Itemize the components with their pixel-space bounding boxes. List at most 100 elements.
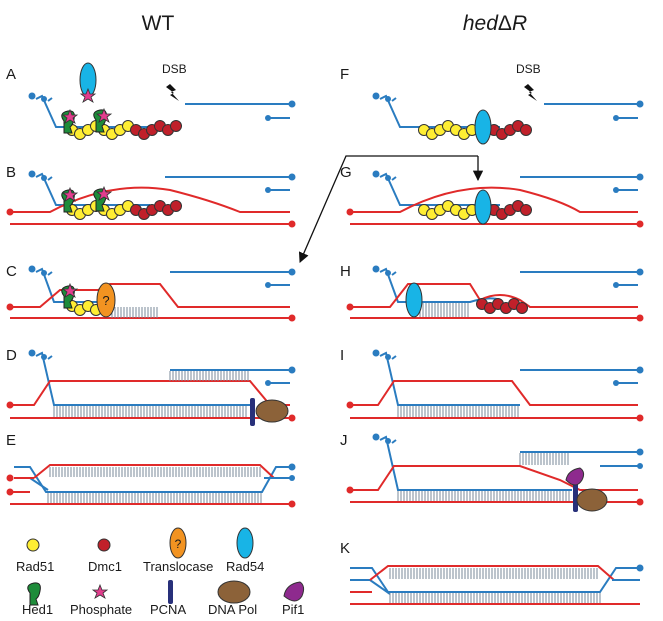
title-part-hed: hed [463,12,499,35]
panel-label-a: A [6,66,16,83]
panel-j [346,433,644,512]
invading-strand [35,267,110,303]
template-strand-top [12,283,290,308]
strand-end-dot [265,187,271,193]
template-end-dot [636,314,644,322]
heteroduplex-hatch [397,491,570,501]
panel-label-g: G [340,164,352,181]
strand-end-dot [385,175,391,181]
strand-end-dot [28,349,36,357]
template-end-dot [346,208,354,216]
legend-phosphate-swatch [91,583,109,599]
dsb-lightning-icon [524,84,537,101]
template-end-dot [6,488,14,496]
panel-b [6,170,296,228]
panel-label-b: B [6,164,16,181]
strand-tail [391,97,397,102]
strand-end-dot [636,448,644,456]
panel-k [350,564,644,605]
strand-end-dot [288,366,296,374]
dmc1-filament [476,298,528,314]
strand-end-dot [372,170,380,178]
panel-d [6,349,296,426]
template-strand-top [352,465,638,491]
strand-end-dot [636,100,644,108]
strand-end-dot [637,463,643,469]
strand-end-dot [41,354,47,360]
strand-end-dot [288,173,296,181]
legend-rad54-label: Rad54 [226,559,264,574]
arrow-f-to-c [298,155,478,263]
strand-end-dot [41,96,47,102]
legend-hed1-swatch [27,582,41,606]
strand-tail [391,355,397,360]
strand-end-dot [372,433,380,441]
template-end-dot [6,303,14,311]
panel-label-e: E [6,432,16,449]
strand-end-dot [613,115,619,121]
legend-dmc1-swatch [97,538,111,552]
invading-strand [35,172,150,206]
panel-a: DSB [28,62,296,140]
dsb-label: DSB [516,62,541,76]
heteroduplex-hatch [397,406,519,417]
template-end-dot [288,500,296,508]
panel-h [346,265,644,322]
panel-label-j: J [340,432,348,449]
dmc1-filament [130,200,182,220]
legend-dna-pol-swatch [217,580,251,604]
strand-tail [391,271,397,276]
rad51-filament [66,300,102,316]
panel-label-d: D [6,347,17,364]
dsb-lightning-icon [166,84,179,101]
template-end-dot [6,401,14,409]
template-end-dot [636,220,644,228]
legend-translocase-swatch [169,527,187,559]
second-end-hatch [169,371,249,381]
strand-end-dot [385,270,391,276]
dna-pol-oval [576,488,608,512]
strand-end-dot [613,380,619,386]
pcna-clamp [573,482,578,512]
template-end-dot [6,208,14,216]
phosphate-star [61,107,113,124]
strand-end-dot [385,96,391,102]
template-strand-top [352,283,638,308]
phosphate-star [61,282,79,298]
strand-end-dot [41,175,47,181]
legend-translocase-mark: ? [175,537,182,551]
template-end-dot [288,314,296,322]
column-title-hed-delta-r: hedΔR [463,12,527,35]
template-strand-top [352,380,638,406]
rad51-filament [418,120,478,140]
strand-end-dot [636,564,644,572]
heteroduplex-hatch [53,406,247,417]
legend: Rad51 Dmc1 ? Translocase Rad54 Hed1 Phos… [16,527,304,617]
panel-f: DSB [372,62,644,145]
strand-end-dot [372,265,380,273]
heteroduplex-hatch-lower [389,593,601,603]
translocase-question-mark: ? [102,293,109,308]
template-end-dot [636,498,644,506]
strand-end-dot [28,265,36,273]
strand-end-dot [288,100,296,108]
invading-strand [379,351,520,406]
dna-pol-oval [255,399,289,423]
strand-end-dot [265,282,271,288]
rad54-oval [405,282,423,318]
strand-end-dot [372,349,380,357]
dmc1-filament [130,120,182,140]
strand-tail [47,97,53,102]
panel-label-f: F [340,66,349,83]
panel-g [346,170,644,228]
invading-strand [379,435,572,491]
template-end-dot [346,486,354,494]
strand-end-dot [28,170,36,178]
legend-rad51-swatch [26,538,40,552]
panel-e [6,463,296,508]
legend-pcna-swatch [168,580,173,604]
rad51-filament [418,200,478,220]
strand-end-dot [636,366,644,374]
legend-translocase-label: Translocase [143,559,213,574]
